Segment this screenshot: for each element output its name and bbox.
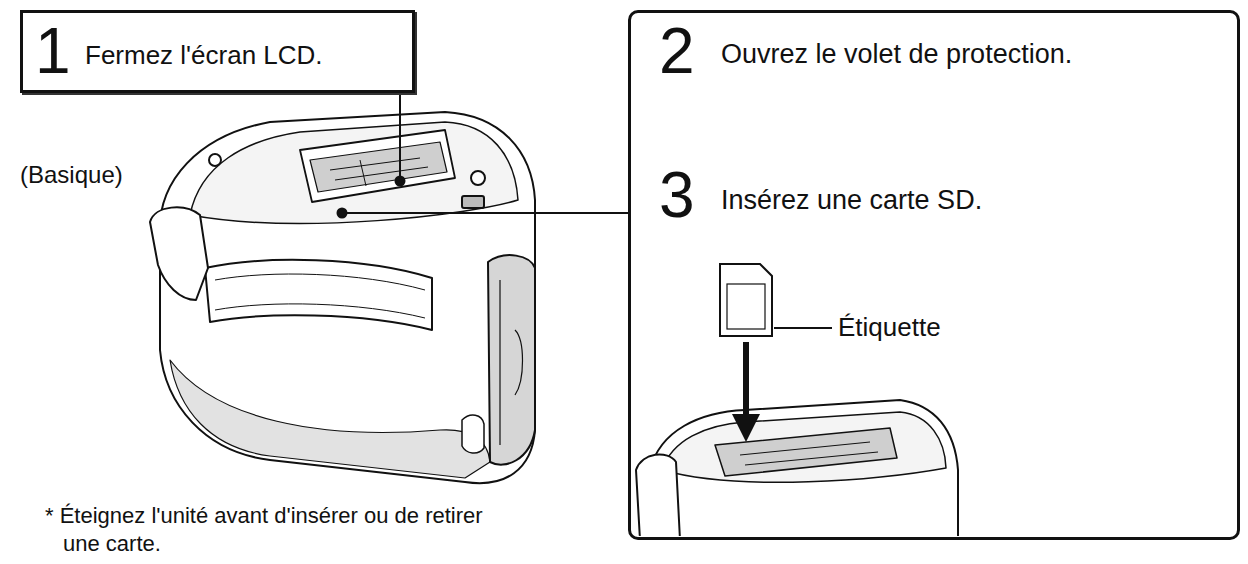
note-text: * Éteignez l'unité avant d'insérer ou de… [45,502,503,557]
step-panel: 2 Ouvrez le volet de protection. 3 Insérez … [628,10,1240,540]
slot-detail [740,442,878,465]
view-label: (Basique) [20,160,123,190]
camcorder-body [160,112,535,483]
part-label: Étiquette [838,311,941,344]
leader-dot [396,177,405,186]
card-slot [715,428,897,476]
card-slot-cover [300,130,455,202]
strap-loop [636,454,680,536]
camcorder-detail [636,400,958,536]
top-face [662,412,946,482]
leader-line [774,327,832,329]
insert-arrow [732,342,760,442]
leader-line [345,212,628,214]
sd-card-outline [720,264,772,336]
step-box: 1 Fermez l'écran LCD. [20,10,415,93]
step-number: 1 [35,19,71,83]
card-slot [310,142,447,192]
leader-dot [338,209,347,218]
sd-card-label [727,284,765,329]
lens-end [488,255,535,464]
step-text: Ouvrez le volet de protection. [721,39,1072,70]
connector-jack [462,415,484,453]
strap-loop [150,207,208,300]
step-text: Fermez l'écran LCD. [85,41,323,71]
step-number: 2 [659,19,695,83]
screw [209,154,221,166]
camcorder [150,112,535,483]
sd-card [720,264,772,336]
button [471,171,485,185]
slot-detail [330,158,428,186]
step-number: 3 [659,163,695,227]
arrow-shaft [743,342,749,418]
camcorder-body [640,400,958,536]
hand-strap [205,260,432,330]
body-shading [170,360,490,478]
arrow-head [732,414,760,442]
switch [462,196,484,208]
step-text: Insérez une carte SD. [721,185,982,216]
strap-detail [215,274,425,318]
lens-detail [500,280,523,445]
top-face [190,122,518,223]
leader-line [399,92,401,178]
